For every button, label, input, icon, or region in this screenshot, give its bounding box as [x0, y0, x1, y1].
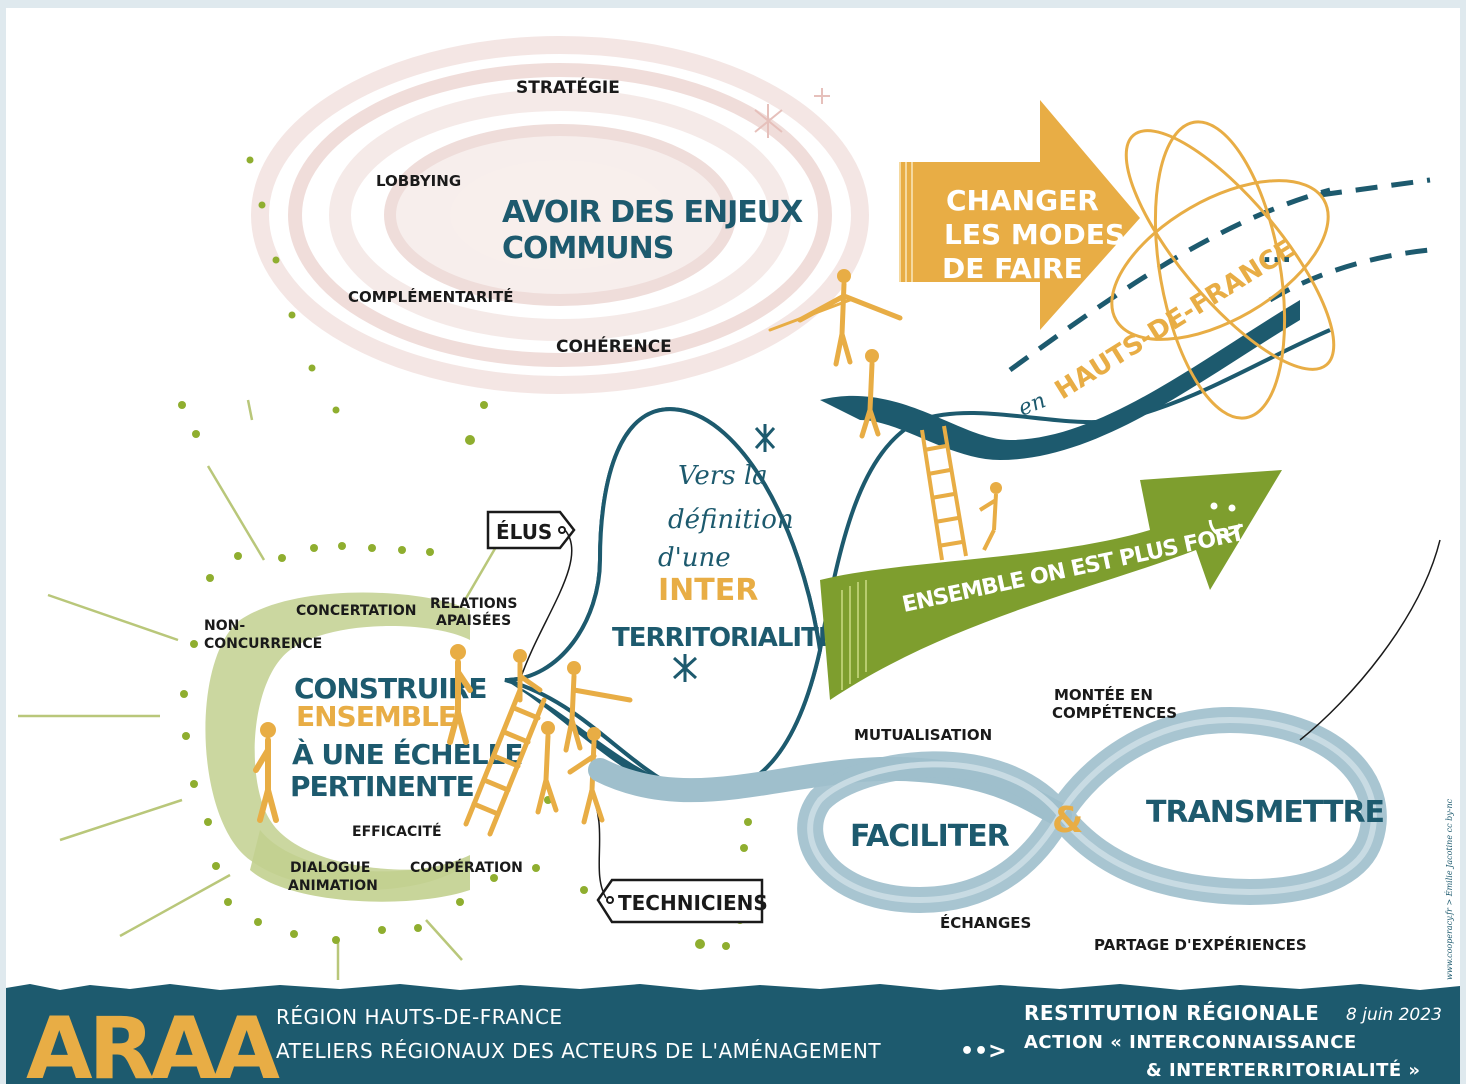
bubble-line5: TERRITORIALITÉ [612, 621, 835, 653]
footer-banner [6, 984, 1460, 1084]
road-edge-far [1319, 177, 1431, 198]
sun-title-line1: AVOIR DES ENJEUX [502, 195, 803, 230]
sun-title-line2: COMMUNS [502, 231, 673, 266]
bubble-tail [505, 680, 690, 800]
smiley-icon [1208, 502, 1242, 537]
kw-dialogue-1: DIALOGUE [290, 860, 370, 876]
kw-non-1: NON- [204, 618, 245, 634]
green-ring [205, 592, 471, 891]
kw-montee-1: MONTÉE EN [1054, 685, 1153, 704]
techniciens-tag [589, 789, 764, 924]
kw-montee-2: COMPÉTENCES [1052, 703, 1177, 722]
footer-date: 8 juin 2023 [1346, 1005, 1442, 1025]
araa-logo: ARAA [26, 999, 284, 1084]
kw-relations-1: RELATIONS [430, 596, 517, 612]
infinity-right: TRANSMETTRE [1146, 795, 1384, 830]
green-dots [178, 156, 756, 950]
kw-lobbying: LOBBYING [376, 172, 461, 190]
bubble-outline [504, 407, 823, 796]
people-figures-left [253, 644, 473, 823]
orange-line1: CHANGER [946, 184, 1099, 217]
footer-right2: ACTION « INTERCONNAISSANCE [1024, 1032, 1357, 1053]
footer-right3: & INTERTERRITORIALITÉ » [1146, 1059, 1421, 1081]
orange-line3: DE FAIRE [942, 252, 1083, 285]
pink-swirl [251, 36, 869, 394]
elus-tag [486, 510, 576, 681]
infinity-loop [588, 706, 1387, 914]
circle-title-line2: ENSEMBLE [296, 700, 456, 733]
circle-title-line3: À UNE ÉCHELLE [292, 737, 523, 771]
kw-echanges: ÉCHANGES [940, 913, 1031, 932]
orbit-lines [1110, 120, 1336, 420]
green-arrow [820, 470, 1282, 700]
svg-text:ARAA: ARAA [26, 999, 280, 1084]
road-edge-bottom [1268, 247, 1431, 303]
sun-rays [18, 399, 502, 980]
asterisk-icon [672, 424, 776, 682]
kw-efficacite: EFFICACITÉ [352, 823, 442, 840]
footer-line2: ATELIERS RÉGIONAUX DES ACTEURS DE L'AMÉN… [276, 1039, 881, 1063]
kw-cooperation: COOPÉRATION [410, 859, 523, 876]
kw-mutualisation: MUTUALISATION [854, 726, 992, 744]
people-figures-top [768, 269, 903, 439]
road-edge-top [1008, 187, 1331, 373]
bubble-line2: définition [668, 505, 794, 535]
kw-partage: PARTAGE D'EXPÉRIENCES [1094, 935, 1307, 954]
ladder-top [920, 425, 1002, 561]
kw-coherence: COHÉRENCE [556, 335, 672, 357]
kw-concertation: CONCERTATION [296, 603, 416, 619]
kw-dialogue-2: ANIMATION [288, 878, 378, 894]
tag-elus: ÉLUS [496, 520, 552, 544]
orange-line2: LES MODES [944, 218, 1125, 251]
orange-arrow-hatch [899, 162, 913, 282]
footer-right1: RESTITUTION RÉGIONALE [1024, 1001, 1319, 1025]
kw-complementarite: COMPLÉMENTARITÉ [348, 287, 514, 306]
bubble-line3: d'une [658, 543, 731, 573]
tag-techniciens: TECHNICIENS [618, 891, 768, 915]
bubble-line4: INTER [658, 573, 758, 608]
infinity-amp: & [1052, 800, 1083, 841]
green-arrow-hatch [841, 580, 867, 690]
circle-title-line4: PERTINENTE [290, 770, 474, 803]
kw-relations-2: APAISÉES [436, 612, 511, 629]
kw-strategie: STRATÉGIE [516, 76, 620, 98]
credit: www.cooperacy.fr > Émilie Jacotine cc by… [1445, 798, 1454, 980]
accent-line [1299, 539, 1441, 741]
bubble-line1: Vers la [678, 461, 768, 491]
footer-arrow: ••> [960, 1039, 1007, 1064]
sparkle-icon [754, 88, 830, 138]
kw-non-2: CONCURRENCE [204, 636, 322, 652]
infinity-left: FACILITER [850, 819, 1010, 854]
road [820, 300, 1300, 460]
orange-arrow [900, 100, 1140, 330]
green-ring-base [250, 830, 470, 902]
footer-line1: RÉGION HAUTS-DE-FRANCE [276, 1005, 563, 1029]
